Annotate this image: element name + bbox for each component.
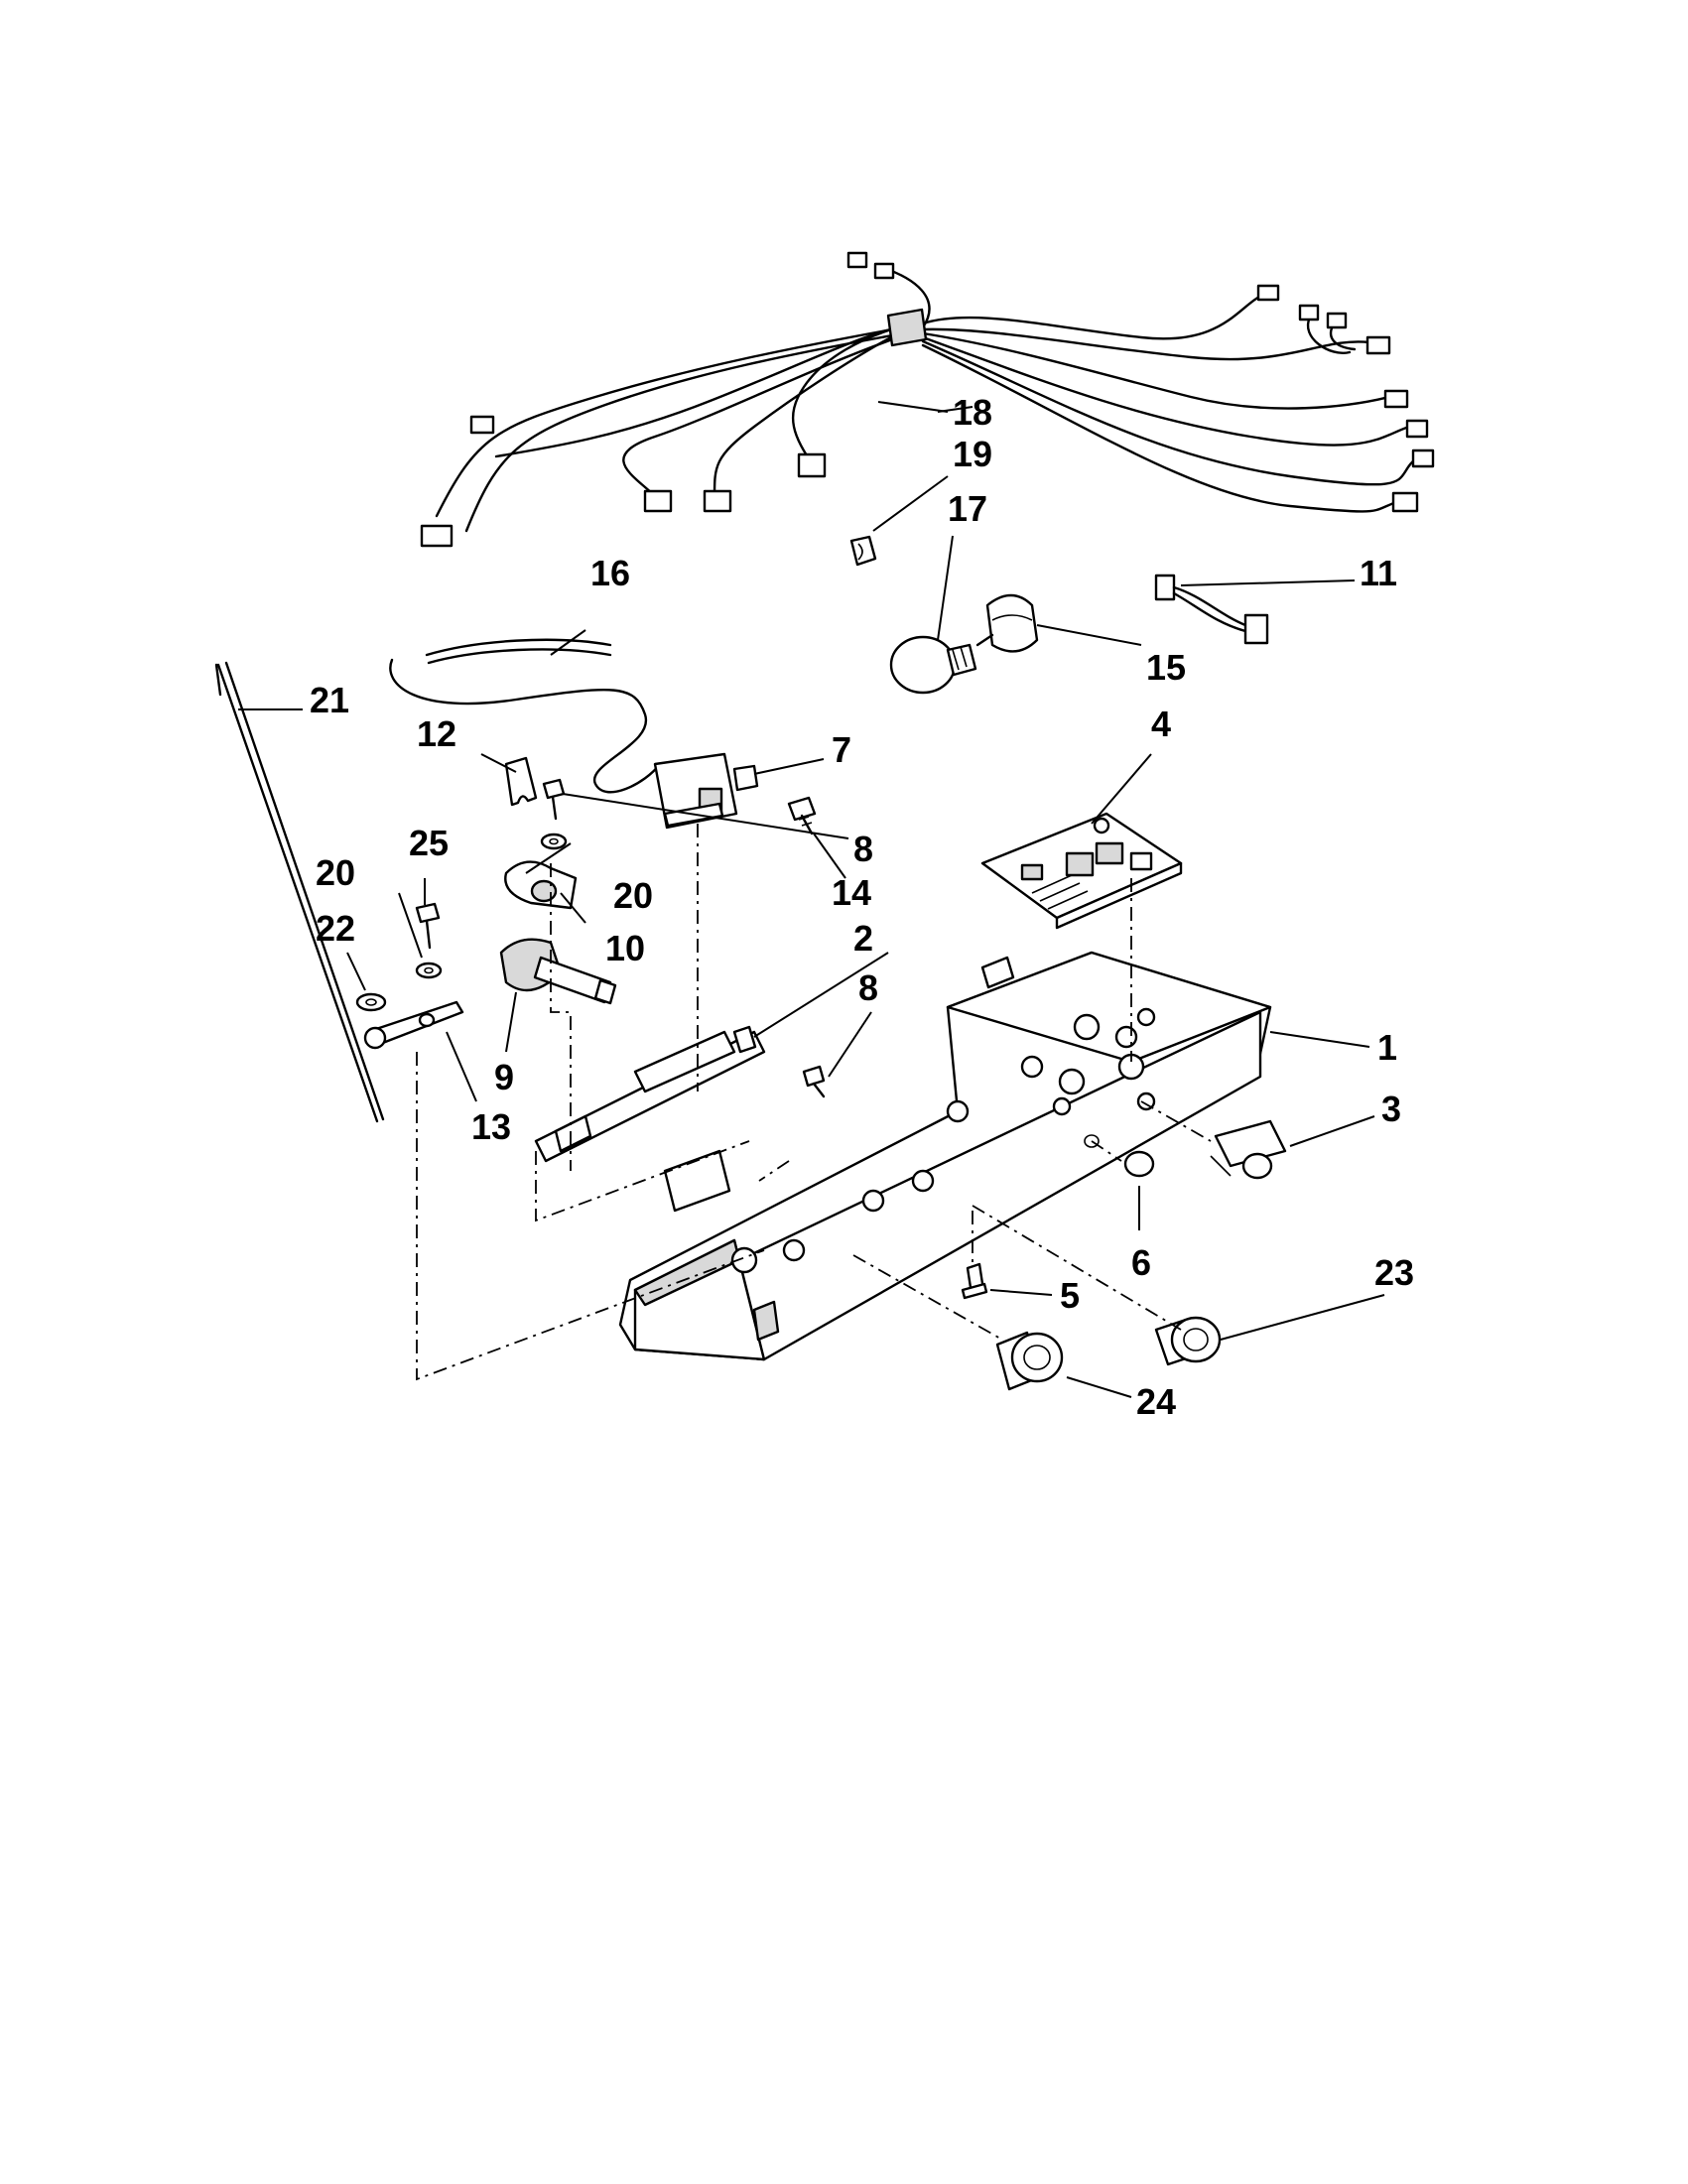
callout-7: 7 xyxy=(832,729,851,770)
callout-8-lower: 8 xyxy=(858,967,878,1008)
callout-20-right: 20 xyxy=(613,875,653,916)
callout-labels: 18 19 17 16 11 15 21 12 7 4 8 25 20 20 1… xyxy=(310,392,1414,1422)
assembly-dash-lines xyxy=(416,824,1212,1381)
callout-18: 18 xyxy=(953,392,992,433)
bushing-part-23 xyxy=(1154,1316,1222,1366)
callout-14: 14 xyxy=(832,872,871,913)
mounting-plate-part-2 xyxy=(534,1025,766,1163)
callout-25: 25 xyxy=(409,823,449,863)
screw-part-25 xyxy=(415,902,441,950)
callout-24: 24 xyxy=(1136,1381,1176,1422)
callout-16: 16 xyxy=(590,553,630,593)
switch-part-3 xyxy=(1210,1119,1287,1180)
screw-part-8-lower xyxy=(802,1065,826,1098)
bushing-part-24 xyxy=(995,1331,1064,1391)
washer-part-22 xyxy=(355,992,387,1012)
callout-20-left: 20 xyxy=(316,852,355,893)
callout-13: 13 xyxy=(471,1106,511,1147)
screw-part-5 xyxy=(961,1262,988,1300)
washer-part-20-lower xyxy=(415,962,443,979)
callout-3: 3 xyxy=(1381,1089,1401,1129)
bracket-part-12 xyxy=(504,756,538,807)
leader-lines xyxy=(238,401,1385,1398)
screw-part-8-upper xyxy=(542,778,566,821)
callout-2: 2 xyxy=(853,918,873,959)
shaft-part-9 xyxy=(499,938,617,1005)
callout-12: 12 xyxy=(417,713,456,754)
short-wire-harness-part-11 xyxy=(1154,574,1269,645)
callout-19: 19 xyxy=(953,434,992,474)
callout-1: 1 xyxy=(1377,1027,1397,1068)
callout-22: 22 xyxy=(316,908,355,949)
callout-21: 21 xyxy=(310,680,349,720)
callout-11: 11 xyxy=(1360,553,1397,593)
callout-5: 5 xyxy=(1060,1275,1080,1316)
button-part-6 xyxy=(1084,1134,1155,1178)
light-bulb-part-17 xyxy=(889,635,977,695)
lever-part-13 xyxy=(363,1000,464,1050)
housing-part-1 xyxy=(618,951,1272,1361)
callout-4: 4 xyxy=(1151,704,1171,744)
screw-part-14 xyxy=(787,796,817,835)
wire-harness-part-18 xyxy=(420,251,1435,548)
rod-part-21 xyxy=(214,661,385,1123)
callout-23: 23 xyxy=(1374,1252,1414,1293)
callout-9: 9 xyxy=(494,1057,514,1097)
callout-10: 10 xyxy=(605,928,645,968)
control-part-7 xyxy=(653,752,759,830)
callout-6: 6 xyxy=(1131,1242,1151,1283)
lamp-socket-part-15 xyxy=(975,593,1039,653)
washer-part-20-upper xyxy=(540,833,568,850)
clip-part-19 xyxy=(849,535,877,567)
control-board-part-4 xyxy=(980,812,1183,930)
callout-17: 17 xyxy=(948,488,987,529)
callout-15: 15 xyxy=(1146,647,1186,688)
bracket-part-10 xyxy=(504,860,578,910)
capillary-tube-part-16 xyxy=(389,638,662,794)
callout-8-upper: 8 xyxy=(853,829,873,869)
